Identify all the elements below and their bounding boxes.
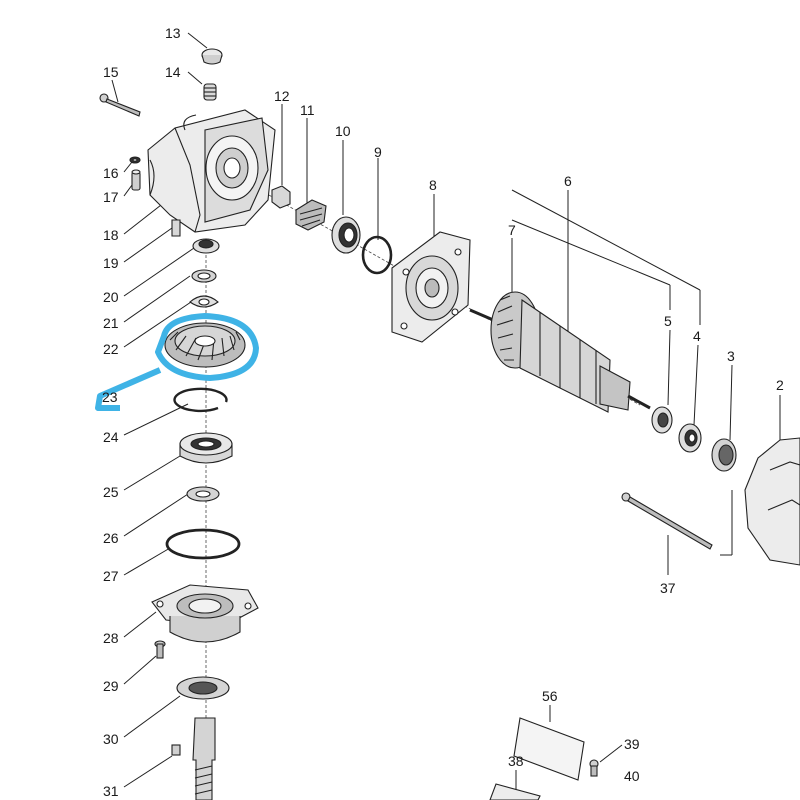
part-9-o-ring bbox=[361, 235, 393, 275]
part-6-armature bbox=[469, 291, 651, 413]
label-part-15: 15 bbox=[103, 64, 119, 80]
part-10-bearing bbox=[331, 216, 361, 254]
label-part-13: 13 bbox=[165, 25, 181, 41]
part-13-cap bbox=[201, 48, 223, 65]
part-31-spindle bbox=[171, 717, 216, 800]
part-11-pinion-gear bbox=[295, 199, 327, 231]
label-part-4: 4 bbox=[693, 328, 701, 344]
label-part-7: 7 bbox=[508, 222, 516, 238]
part-26-washer bbox=[186, 486, 220, 502]
label-part-17: 17 bbox=[103, 189, 119, 205]
part-38-partial bbox=[489, 783, 541, 800]
part-22-spring-washer bbox=[189, 295, 219, 308]
part-20-bearing bbox=[192, 238, 220, 254]
part-5-bearing bbox=[651, 406, 673, 434]
label-part-40: 40 bbox=[624, 768, 640, 784]
part-56-name-plate bbox=[513, 717, 585, 781]
label-part-24: 24 bbox=[103, 429, 119, 445]
label-part-9: 9 bbox=[374, 144, 382, 160]
part-17-pin bbox=[131, 169, 141, 191]
label-part-37: 37 bbox=[660, 580, 676, 596]
label-part-38: 38 bbox=[508, 753, 524, 769]
label-part-30: 30 bbox=[103, 731, 119, 747]
part-3-washer bbox=[711, 438, 737, 472]
part-2-motor-housing bbox=[744, 437, 800, 566]
part-39-screw bbox=[589, 759, 599, 777]
part-27-o-ring bbox=[165, 528, 241, 560]
label-part-31: 31 bbox=[103, 783, 119, 799]
label-part-29: 29 bbox=[103, 678, 119, 694]
label-part-27: 27 bbox=[103, 568, 119, 584]
label-part-3: 3 bbox=[727, 348, 735, 364]
part-15-screw bbox=[99, 93, 141, 117]
part-4-bearing bbox=[678, 423, 702, 453]
part-18-gear-housing bbox=[147, 109, 276, 233]
label-part-23: 23 bbox=[102, 389, 118, 405]
label-part-25: 25 bbox=[103, 484, 119, 500]
part-21-washer bbox=[191, 269, 217, 283]
part-37-bolt bbox=[621, 492, 713, 550]
part-12-nut bbox=[271, 185, 291, 209]
label-part-26: 26 bbox=[103, 530, 119, 546]
part-24-retaining-ring bbox=[173, 387, 228, 413]
label-part-10: 10 bbox=[335, 123, 351, 139]
part-23-spiral-bevel-gear bbox=[164, 322, 246, 368]
label-part-18: 18 bbox=[103, 227, 119, 243]
label-part-21: 21 bbox=[103, 315, 119, 331]
label-part-16: 16 bbox=[103, 165, 119, 181]
part-29-screw bbox=[154, 640, 166, 659]
part-23-highlight bbox=[95, 313, 259, 411]
label-part-12: 12 bbox=[274, 88, 290, 104]
part-25-bearing bbox=[179, 432, 233, 464]
part-8-bearing-box bbox=[391, 231, 471, 343]
label-part-5: 5 bbox=[664, 313, 672, 329]
part-19-sleeve bbox=[171, 219, 181, 237]
label-part-28: 28 bbox=[103, 630, 119, 646]
part-14-spring bbox=[203, 83, 217, 101]
label-part-2: 2 bbox=[776, 377, 784, 393]
label-part-6: 6 bbox=[564, 173, 572, 189]
part-16-ring bbox=[129, 156, 141, 164]
label-part-22: 22 bbox=[103, 341, 119, 357]
label-part-20: 20 bbox=[103, 289, 119, 305]
label-part-14: 14 bbox=[165, 64, 181, 80]
label-part-39: 39 bbox=[624, 736, 640, 752]
part-number-labels: 13 14 15 16 17 18 19 20 21 22 23 24 25 2… bbox=[102, 25, 784, 799]
label-part-8: 8 bbox=[429, 177, 437, 193]
part-28-bearing-box bbox=[151, 584, 259, 643]
label-part-56: 56 bbox=[542, 688, 558, 704]
part-30-labyrinth-ring bbox=[176, 676, 230, 700]
label-part-19: 19 bbox=[103, 255, 119, 271]
label-part-11: 11 bbox=[300, 102, 315, 118]
